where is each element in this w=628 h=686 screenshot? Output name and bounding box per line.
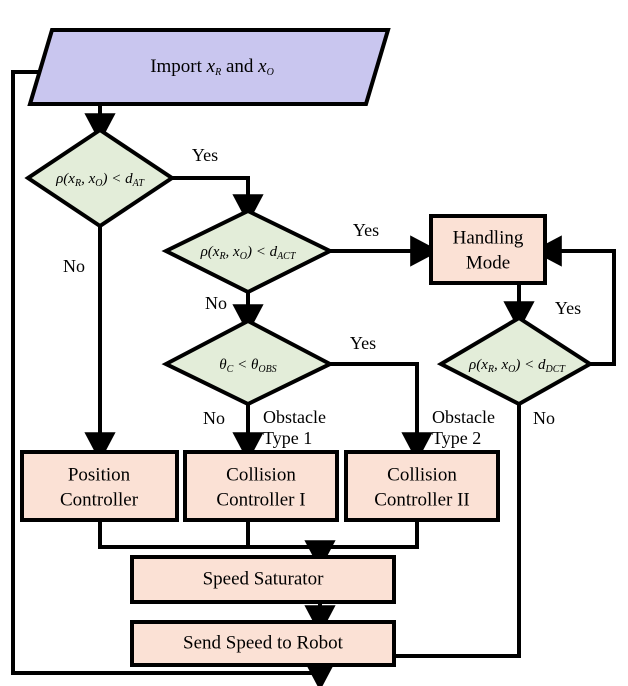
- import-parallelogram[interactable]: [27, 28, 391, 106]
- node-speed-saturator[interactable]: Speed Saturator: [130, 555, 396, 604]
- edge-at-yes: [172, 176, 264, 224]
- collision-controller-1-line1: Collision: [226, 464, 296, 485]
- node-decision-act[interactable]: ρ(xR, xO) < dACT: [161, 208, 335, 295]
- position-controller-line1: Position: [68, 464, 131, 485]
- label-obstacle-type-2-line2: Type 2: [432, 428, 481, 448]
- decision-dct-label: ρ(xR, xO) < dDCT: [468, 357, 566, 375]
- node-decision-at[interactable]: ρ(xR, xO) < dAT: [24, 127, 176, 229]
- decision-at-label: ρ(xR, xO) < dAT: [55, 171, 145, 189]
- edge-theta-yes: [330, 362, 433, 462]
- label-theta-yes: Yes: [350, 333, 376, 353]
- collision-controller-2-box[interactable]: [344, 450, 500, 522]
- node-collision-controller-2[interactable]: Collision Controller II: [344, 450, 500, 522]
- speed-saturator-line1: Speed Saturator: [203, 568, 325, 589]
- label-at-no: No: [63, 256, 85, 276]
- label-obstacle-type-1-line1: Obstacle: [263, 407, 326, 427]
- label-at-yes: Yes: [192, 145, 218, 165]
- node-collision-controller-1[interactable]: Collision Controller I: [183, 450, 339, 522]
- collision-controller-1-box[interactable]: [183, 450, 339, 522]
- decision-theta-label: θC < θOBS: [219, 357, 276, 375]
- node-decision-theta[interactable]: θC < θOBS: [161, 318, 335, 407]
- collision-controller-2-line1: Collision: [387, 464, 457, 485]
- decision-theta-diamond[interactable]: [161, 318, 335, 407]
- label-obstacle-type-2-line1: Obstacle: [432, 407, 495, 427]
- edge-position-to-rail: [98, 520, 320, 549]
- decision-act-diamond[interactable]: [161, 208, 335, 295]
- label-obstacle-type-1-line2: Type 1: [263, 428, 312, 448]
- send-speed-line1: Send Speed to Robot: [183, 632, 344, 653]
- handling-mode-line1: Handling: [453, 227, 524, 248]
- node-send-speed[interactable]: Send Speed to Robot: [130, 620, 396, 667]
- import-label-text: Import: [150, 56, 206, 77]
- label-dct-no: No: [533, 408, 555, 428]
- position-controller-box[interactable]: [20, 450, 179, 522]
- collision-controller-2-line2: Controller II: [374, 489, 470, 510]
- handling-mode-box[interactable]: [429, 214, 547, 285]
- position-controller-line2: Controller: [60, 489, 139, 510]
- speed-saturator-box[interactable]: [130, 555, 396, 604]
- label-theta-no: No: [203, 408, 225, 428]
- label-act-yes: Yes: [353, 220, 379, 240]
- edge-dct-yes: [532, 235, 616, 366]
- node-position-controller[interactable]: Position Controller: [20, 450, 179, 522]
- import-label: Import xR and xO: [150, 56, 274, 78]
- label-dct-yes: Yes: [555, 298, 581, 318]
- edge-dct-no: [322, 404, 521, 658]
- node-import[interactable]: Import xR and xO: [27, 28, 391, 106]
- decision-dct-diamond[interactable]: [436, 315, 594, 407]
- node-handling-mode[interactable]: Handling Mode: [429, 214, 547, 285]
- collision-controller-1-line2: Controller I: [216, 489, 305, 510]
- decision-at-diamond[interactable]: [24, 127, 176, 229]
- send-speed-box[interactable]: [130, 620, 396, 667]
- node-decision-dct[interactable]: ρ(xR, xO) < dDCT: [436, 315, 594, 407]
- handling-mode-line2: Mode: [466, 252, 510, 273]
- edge-cc2-to-rail: [320, 520, 419, 549]
- label-act-no: No: [205, 293, 227, 313]
- decision-act-label: ρ(xR, xO) < dACT: [200, 244, 297, 262]
